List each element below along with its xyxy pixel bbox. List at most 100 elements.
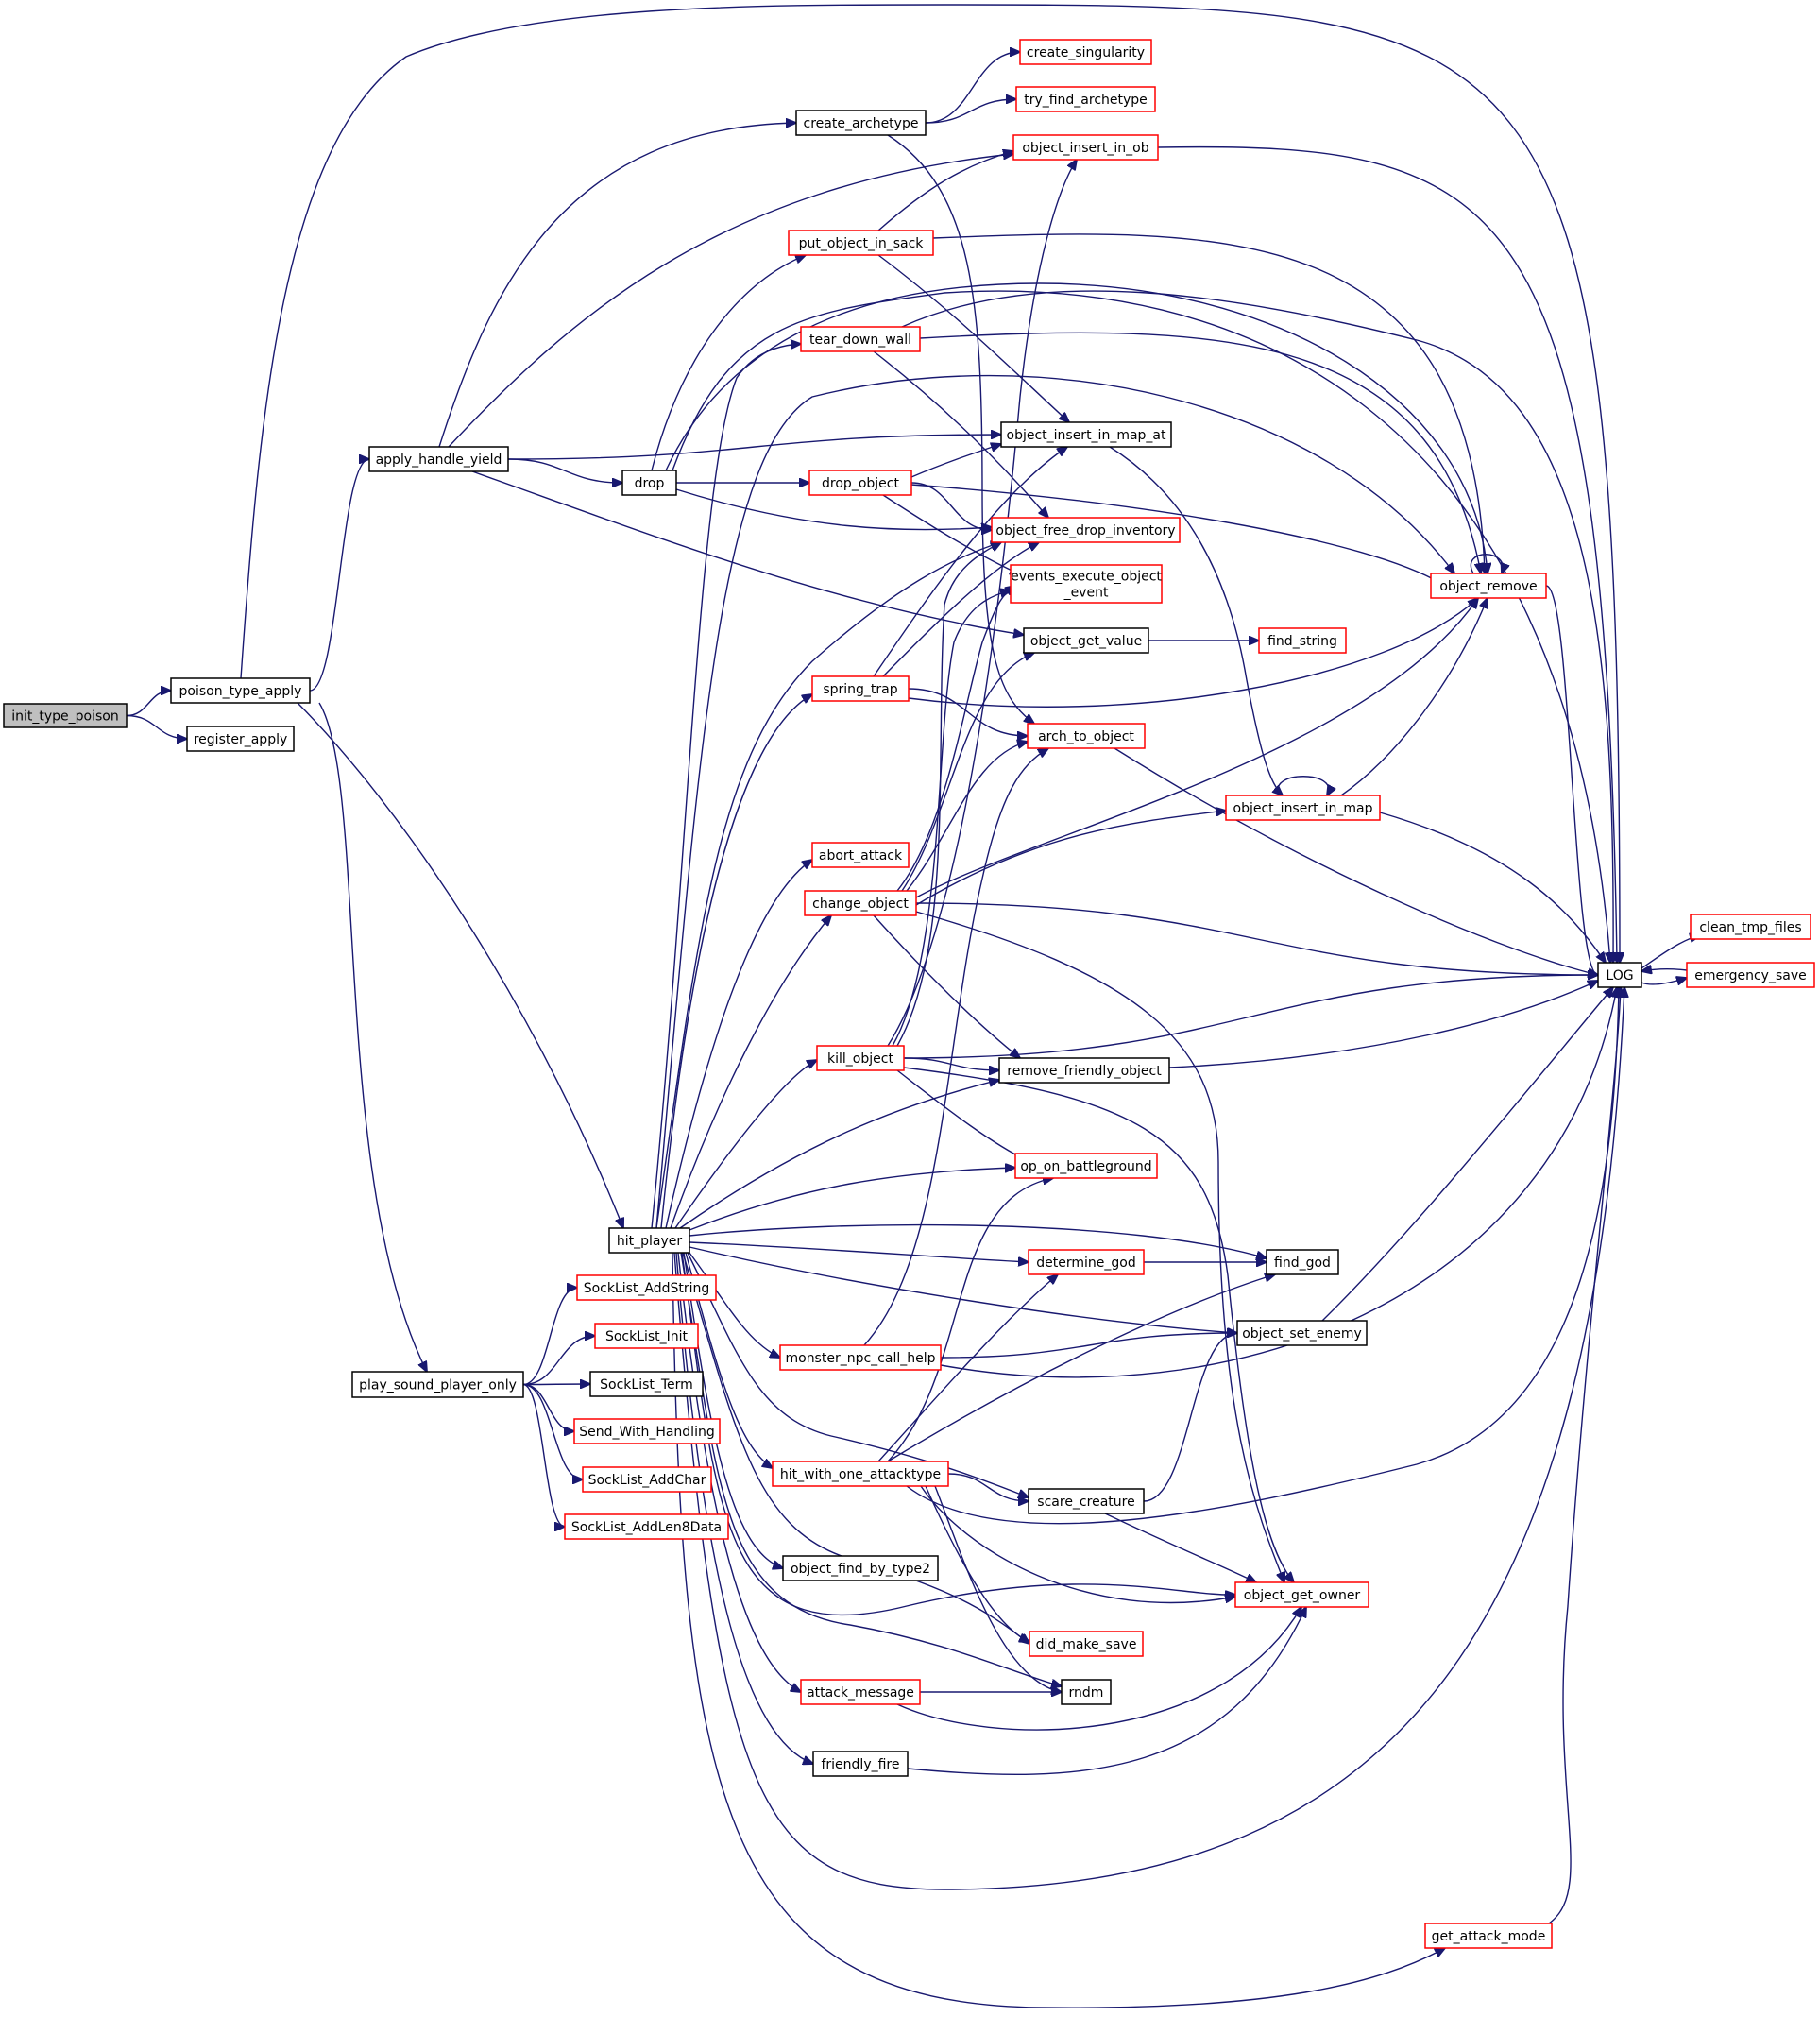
node-put_object_in_sack[interactable]: put_object_in_sack	[788, 230, 934, 256]
node-init_type_poison[interactable]: init_type_poison	[3, 703, 128, 728]
edge-kill_object-to-object_free_drop_inventory	[896, 542, 1001, 1047]
edge-init_type_poison-to-poison_type_apply	[126, 691, 171, 717]
node-SockList_Init[interactable]: SockList_Init	[594, 1323, 699, 1349]
edge-kill_object-to-LOG	[903, 975, 1598, 1059]
node-tear_down_wall[interactable]: tear_down_wall	[800, 326, 921, 352]
node-emergency_save[interactable]: emergency_save	[1686, 962, 1815, 988]
node-box	[811, 675, 910, 702]
node-object_find_by_type2[interactable]: object_find_by_type2	[782, 1555, 939, 1581]
node-label: object_free_drop_inventory	[995, 523, 1175, 538]
edge-put_object_in_sack-to-object_insert_in_ob	[877, 151, 1013, 231]
node-monster_npc_call_help[interactable]: monster_npc_call_help	[779, 1344, 942, 1371]
node-SockList_AddChar[interactable]: SockList_AddChar	[582, 1466, 712, 1493]
node-object_get_owner[interactable]: object_get_owner	[1234, 1581, 1369, 1608]
node-find_string[interactable]: find_string	[1258, 627, 1347, 654]
node-label: get_attack_mode	[1432, 1929, 1546, 1944]
node-clean_tmp_files[interactable]: clean_tmp_files	[1690, 914, 1811, 940]
node-SockList_AddLen8Data[interactable]: SockList_AddLen8Data	[564, 1513, 729, 1540]
edge-drop-to-put_object_in_sack	[651, 255, 806, 471]
node-object_set_enemy[interactable]: object_set_enemy	[1236, 1320, 1368, 1346]
edge-change_object-to-object_insert_in_map	[915, 811, 1226, 906]
node-rndm[interactable]: rndm	[1061, 1679, 1112, 1705]
node-create_singularity[interactable]: create_singularity	[1019, 39, 1152, 65]
node-hit_player[interactable]: hit_player	[608, 1227, 690, 1254]
node-box	[1000, 421, 1172, 448]
node-object_remove[interactable]: object_remove	[1430, 573, 1547, 599]
node-label: create_singularity	[1027, 45, 1145, 60]
edge-object_insert_in_map_at-to-object_insert_in_map	[1109, 446, 1283, 795]
edge-hit_with_one_attacktype-to-object_get_owner	[920, 1485, 1235, 1604]
node-Send_With_Handling[interactable]: Send_With_Handling	[573, 1418, 721, 1444]
edge-hit_player-to-scare_creature	[687, 1252, 1029, 1497]
node-box	[812, 1751, 909, 1777]
node-label: SockList_AddLen8Data	[571, 1520, 722, 1535]
edge-change_object-to-remove_friendly_object	[873, 914, 1020, 1058]
node-label: object_set_enemy	[1242, 1326, 1362, 1342]
edge-LOG-to-emergency_save	[1641, 978, 1687, 984]
node-object_insert_in_map[interactable]: object_insert_in_map	[1225, 795, 1381, 821]
node-object_get_value[interactable]: object_get_value	[1023, 627, 1149, 654]
node-box	[816, 1045, 905, 1071]
node-box	[589, 1371, 704, 1397]
node-events_execute_object_event[interactable]: events_execute_object_event	[1010, 564, 1163, 604]
edge-object_insert_in_map-to-object_insert_in_map	[1277, 776, 1329, 795]
node-attack_message[interactable]: attack_message	[800, 1679, 921, 1705]
node-friendly_fire[interactable]: friendly_fire	[812, 1751, 909, 1777]
node-hit_with_one_attacktype[interactable]: hit_with_one_attacktype	[772, 1461, 949, 1487]
node-label: emergency_save	[1694, 968, 1807, 983]
node-SockList_Term[interactable]: SockList_Term	[589, 1371, 704, 1397]
node-change_object[interactable]: change_object	[804, 890, 917, 916]
edge-apply_handle_yield-to-create_archetype	[438, 123, 796, 448]
node-scare_creature[interactable]: scare_creature	[1028, 1488, 1145, 1514]
node-kill_object[interactable]: kill_object	[816, 1045, 905, 1071]
node-label: friendly_fire	[821, 1757, 899, 1772]
node-label: object_get_owner	[1244, 1588, 1361, 1603]
node-did_make_save[interactable]: did_make_save	[1029, 1631, 1144, 1657]
edge-hit_player-to-object_free_drop_inventory	[655, 542, 1001, 1229]
edge-hit_with_one_attacktype-to-op_on_battleground	[887, 1178, 1053, 1462]
node-label: monster_npc_call_help	[785, 1351, 935, 1366]
node-label: rndm	[1069, 1685, 1104, 1701]
node-label: arch_to_object	[1038, 729, 1134, 744]
node-create_archetype[interactable]: create_archetype	[795, 110, 927, 136]
node-label: hit_with_one_attacktype	[780, 1467, 941, 1482]
node-box	[573, 1418, 721, 1444]
node-find_god[interactable]: find_god	[1266, 1249, 1339, 1275]
node-object_insert_in_map_at[interactable]: object_insert_in_map_at	[1000, 421, 1172, 448]
node-object_insert_in_ob[interactable]: object_insert_in_ob	[1012, 134, 1159, 161]
node-label: events_execute_object	[1011, 570, 1162, 585]
node-apply_handle_yield[interactable]: apply_handle_yield	[368, 446, 509, 472]
node-box	[1029, 1631, 1144, 1657]
node-label: drop_object	[822, 476, 899, 491]
node-register_apply[interactable]: register_apply	[186, 726, 295, 752]
edge-scare_creature-to-object_set_enemy	[1143, 1333, 1237, 1502]
node-LOG[interactable]: LOG	[1597, 962, 1642, 988]
edge-hit_player-to-LOG	[673, 987, 1624, 1890]
node-remove_friendly_object[interactable]: remove_friendly_object	[998, 1057, 1170, 1084]
edge-hit_player-to-find_god	[689, 1223, 1267, 1258]
edge-hit_with_one_attacktype-to-LOG	[906, 987, 1619, 1525]
node-get_attack_mode[interactable]: get_attack_mode	[1424, 1923, 1553, 1949]
node-label: object_insert_in_map_at	[1007, 428, 1167, 443]
node-box	[186, 726, 295, 752]
node-box	[1236, 1320, 1368, 1346]
node-play_sound_player_only[interactable]: play_sound_player_only	[351, 1371, 524, 1398]
node-abort_attack[interactable]: abort_attack	[811, 842, 910, 868]
edge-hit_player-to-object_get_owner	[681, 1252, 1235, 1616]
node-poison_type_apply[interactable]: poison_type_apply	[170, 677, 311, 704]
node-label: init_type_poison	[11, 709, 119, 725]
edge-monster_npc_call_help-to-LOG	[940, 987, 1617, 1378]
node-determine_god[interactable]: determine_god	[1028, 1249, 1145, 1275]
node-SockList_AddString[interactable]: SockList_AddString	[576, 1274, 717, 1301]
node-spring_trap[interactable]: spring_trap	[811, 675, 910, 702]
node-arch_to_object[interactable]: arch_to_object	[1027, 723, 1146, 749]
node-label: find_string	[1267, 634, 1337, 649]
node-try_find_archetype[interactable]: try_find_archetype	[1015, 86, 1156, 112]
edge-play_sound_player_only-to-SockList_Init	[522, 1336, 595, 1386]
node-object_free_drop_inventory[interactable]: object_free_drop_inventory	[991, 517, 1181, 543]
node-drop[interactable]: drop	[621, 470, 677, 496]
node-drop_object[interactable]: drop_object	[808, 470, 912, 496]
edge-object_remove-to-LOG	[1545, 585, 1598, 975]
node-op_on_battleground[interactable]: op_on_battleground	[1014, 1153, 1158, 1179]
